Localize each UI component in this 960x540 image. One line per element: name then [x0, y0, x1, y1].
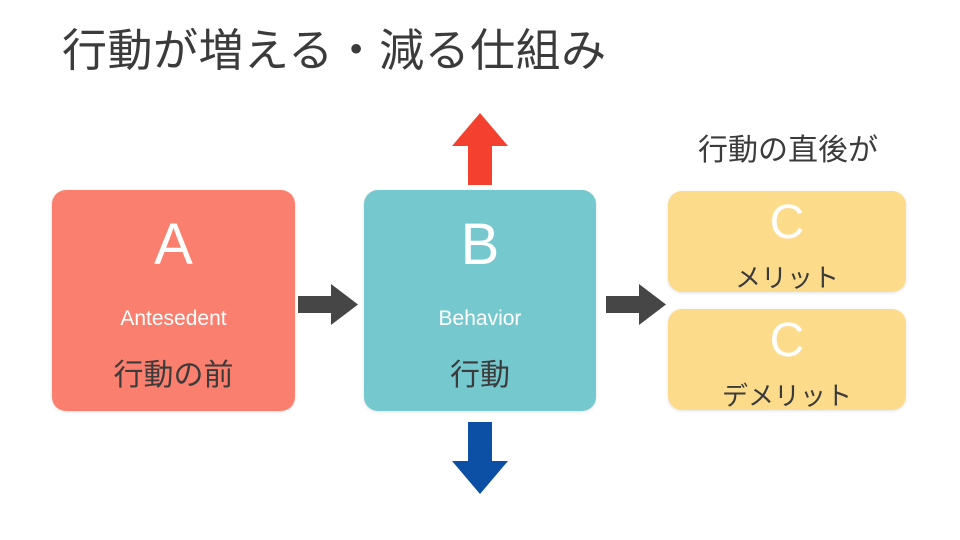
box-consequence-merit[interactable]: C メリット — [668, 191, 906, 292]
box-b-japanese-label: 行動 — [450, 359, 510, 392]
arrow-down-decrease-icon — [450, 422, 510, 494]
box-antecedent[interactable]: A Antesedent 行動の前 — [52, 190, 295, 411]
box-b-letter: B — [460, 212, 500, 277]
box-c1-letter: C — [769, 196, 805, 249]
box-c1-japanese-label: メリット — [734, 263, 839, 293]
box-a-japanese-label: 行動の前 — [113, 359, 234, 392]
box-behavior[interactable]: B Behavior 行動 — [364, 190, 596, 411]
box-b-english-label: Behavior — [438, 307, 522, 330]
arrow-right-a-to-b-icon — [298, 282, 358, 327]
arrow-up-increase-icon — [450, 113, 510, 185]
page-title: 行動が増える・減る仕組み — [62, 25, 607, 76]
box-a-letter: A — [154, 212, 193, 277]
box-c2-japanese-label: デメリット — [721, 381, 852, 411]
consequence-caption: 行動の直後が — [698, 134, 878, 167]
box-a-english-label: Antesedent — [120, 307, 227, 330]
box-c2-letter: C — [769, 314, 805, 367]
box-consequence-demerit[interactable]: C デメリット — [668, 309, 906, 410]
arrow-right-b-to-c-icon — [606, 282, 666, 327]
